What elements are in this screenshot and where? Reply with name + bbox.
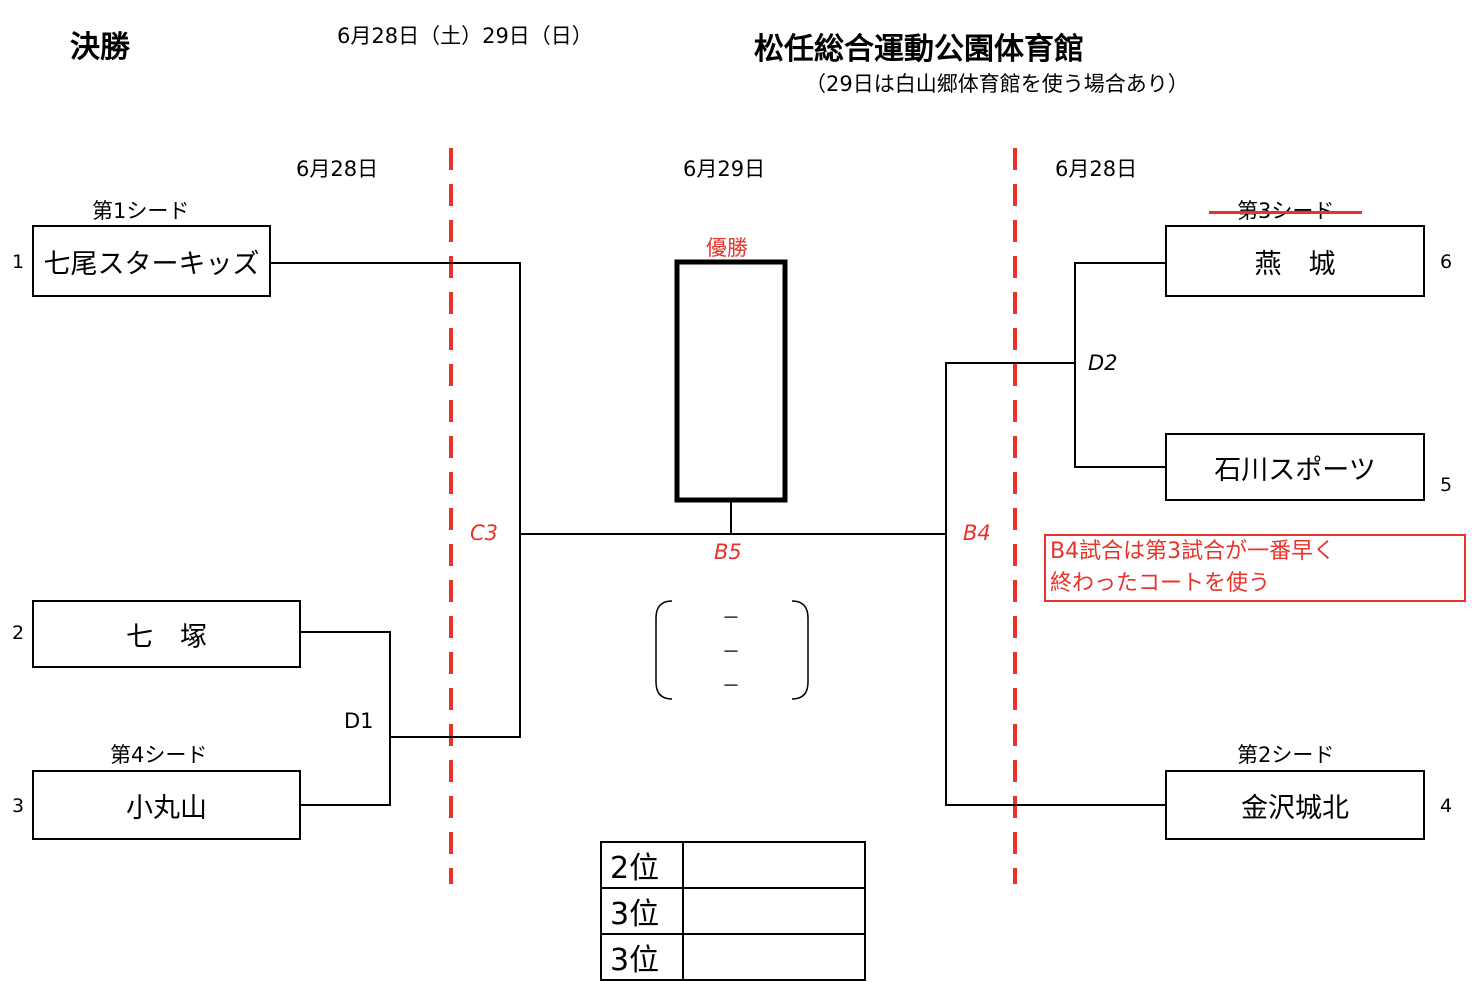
- match-label-c3: C3: [470, 521, 499, 545]
- b4-note-box: B4試合は第3試合が一番早く 終わったコートを使う: [1044, 534, 1466, 602]
- match-label-b5: B5: [714, 540, 742, 564]
- team-box-1: 七尾スターキッズ: [32, 225, 271, 297]
- seed-label-team3: 第4シード: [110, 743, 208, 767]
- rank-value-2nd: [682, 841, 866, 889]
- right-date: 6月28日: [1055, 157, 1138, 181]
- rank-value-3rd-b: [682, 933, 866, 981]
- page-title: 決勝: [70, 30, 130, 65]
- b4-note-line1: B4試合は第3試合が一番早く: [1050, 539, 1336, 564]
- team-number-2: 2: [12, 622, 25, 644]
- line-d2-to-b4: [945, 362, 1166, 806]
- b4-note-line2: 終わったコートを使う: [1050, 571, 1271, 596]
- match-label-b4: B4: [963, 521, 991, 545]
- winner-box: [674, 259, 788, 503]
- team-number-5: 5: [1440, 474, 1453, 496]
- seed-label-team6-text: 第3シード: [1208, 195, 1363, 225]
- team-box-3: 小丸山: [32, 770, 301, 840]
- team-box-5: 石川スポーツ: [1165, 433, 1425, 501]
- score-dash-3: －: [722, 676, 740, 697]
- team-box-2: 七 塚: [32, 600, 301, 668]
- rank-row: 3位: [600, 887, 866, 935]
- score-bracket-right: [791, 600, 809, 700]
- team-name-3: 小丸山: [126, 792, 207, 824]
- rank-label-3rd-b: 3位: [600, 933, 684, 981]
- rank-value-3rd-a: [682, 887, 866, 935]
- rank-label-2nd: 2位: [600, 841, 684, 889]
- team-box-4: 金沢城北: [1165, 770, 1425, 840]
- winner-label: 優勝: [706, 236, 748, 260]
- team-number-3: 3: [12, 795, 25, 817]
- score-bracket-left: [655, 600, 673, 700]
- score-dash-1: －: [722, 608, 740, 629]
- center-date: 6月29日: [683, 157, 766, 181]
- rank-row: 2位: [600, 841, 866, 889]
- team-name-1: 七尾スターキッズ: [43, 248, 260, 280]
- left-date: 6月28日: [296, 157, 379, 181]
- match-label-d1: D1: [344, 709, 374, 733]
- seed-label-team6: 第3シード: [1208, 195, 1363, 225]
- venue-note: （29日は白山郷体育館を使う場合あり）: [805, 72, 1189, 96]
- team-number-1: 1: [12, 251, 25, 273]
- rank-table: 2位 3位 3位: [600, 841, 866, 981]
- team-name-4: 金沢城北: [1241, 792, 1349, 824]
- seed-label-team4: 第2シード: [1237, 743, 1335, 767]
- team-name-6: 燕 城: [1254, 248, 1336, 280]
- rank-row: 3位: [600, 933, 866, 981]
- team-number-4: 4: [1440, 795, 1453, 817]
- score-dash-2: －: [722, 642, 740, 663]
- seed-label-team1: 第1シード: [92, 199, 190, 223]
- venue-name: 松任総合運動公園体育館: [754, 32, 1084, 67]
- line-team1: [270, 262, 521, 534]
- line-d1-to-c3: [390, 534, 521, 738]
- line-d2: [1074, 262, 1166, 468]
- team-box-6: 燕 城: [1165, 225, 1425, 297]
- match-label-d2: D2: [1088, 351, 1118, 375]
- team-number-6: 6: [1440, 251, 1453, 273]
- team-name-5: 石川スポーツ: [1214, 454, 1376, 486]
- line-team2: [300, 631, 391, 806]
- rank-label-3rd-a: 3位: [600, 887, 684, 935]
- event-dates: 6月28日（土）29日（日）: [337, 24, 593, 48]
- team-name-2: 七 塚: [126, 621, 207, 653]
